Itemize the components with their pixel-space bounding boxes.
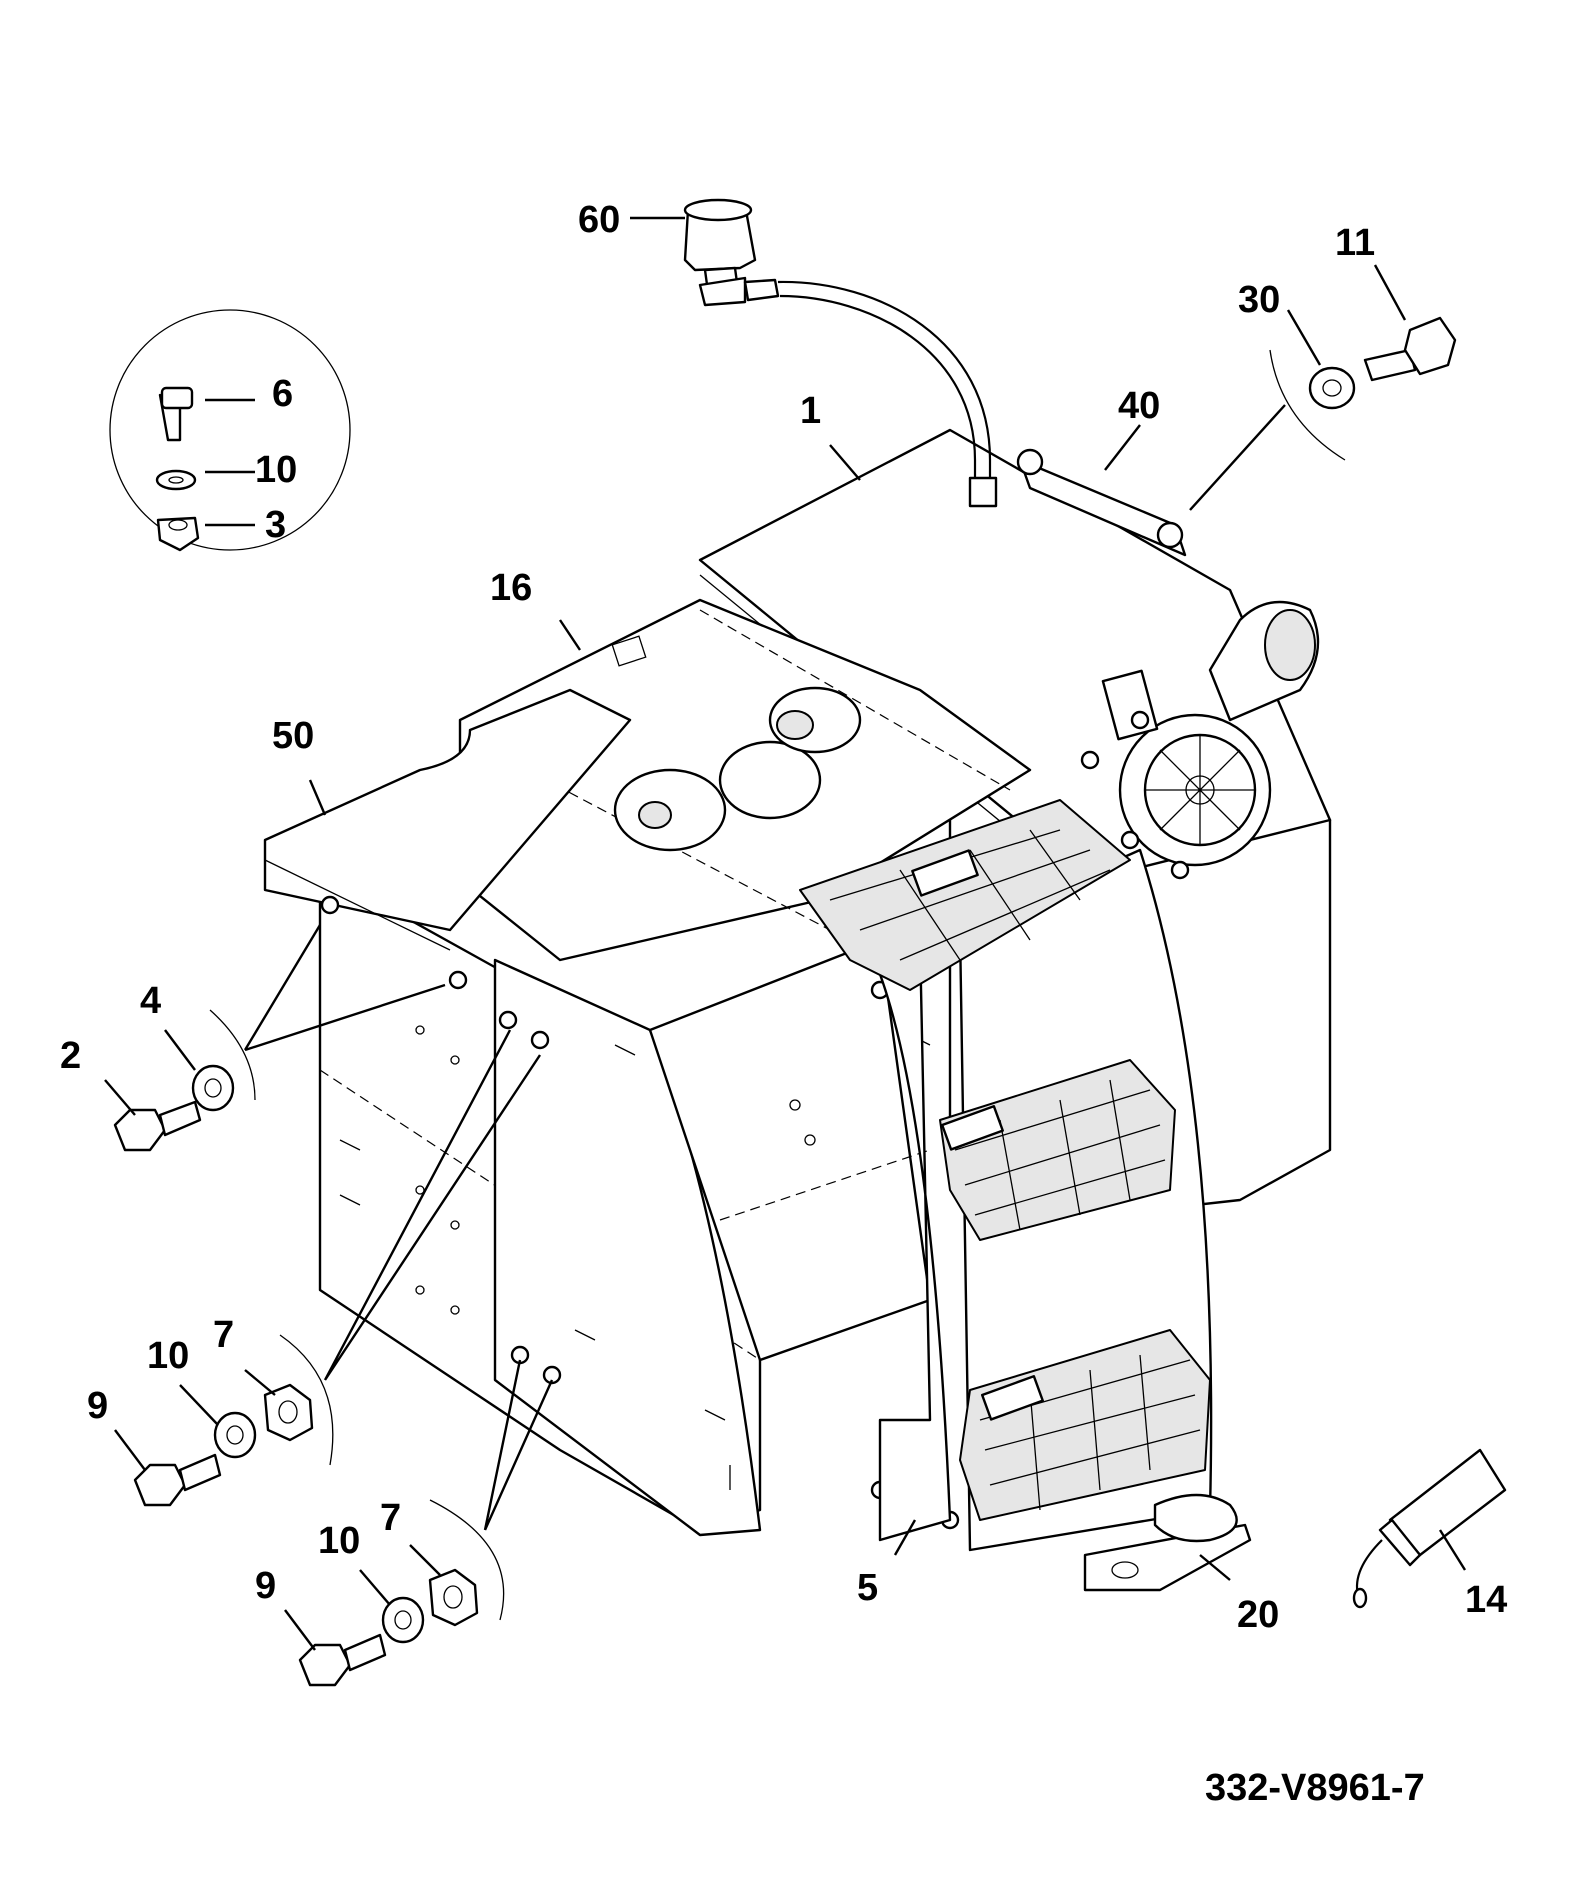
- mounting-holes: [415, 1025, 816, 1315]
- callout-10-inset: 10: [255, 449, 297, 491]
- strap: [1016, 448, 1187, 557]
- callout-9-lower: 9: [255, 1565, 276, 1607]
- callout-16: 16: [490, 567, 532, 609]
- callout-30: 30: [1238, 279, 1280, 321]
- callout-labels: 60 11 30 40 1 6 10 3 16 50 4 2 7 10 9 7 …: [60, 199, 1507, 1636]
- callout-6: 6: [272, 373, 293, 415]
- callout-4: 4: [140, 980, 161, 1022]
- callout-14: 14: [1465, 1579, 1507, 1621]
- callout-9-upper: 9: [87, 1385, 108, 1427]
- callout-60: 60: [578, 199, 620, 241]
- breather-cap-and-hose: [683, 198, 998, 508]
- filler-neck-and-pump: [1080, 600, 1320, 880]
- callout-7-upper: 7: [213, 1314, 234, 1356]
- callout-3: 3: [265, 504, 286, 546]
- callout-40: 40: [1118, 385, 1160, 427]
- callout-2: 2: [60, 1035, 81, 1077]
- callout-7-lower: 7: [380, 1497, 401, 1539]
- bolt-11-group: [1189, 316, 1457, 511]
- callout-1: 1: [800, 390, 821, 432]
- callout-11: 11: [1335, 222, 1375, 264]
- inset-detail-circle: [109, 309, 351, 552]
- callout-20: 20: [1237, 1594, 1279, 1636]
- bolt-9-group-upper: [133, 1029, 542, 1507]
- step-assembly: [799, 799, 1213, 1552]
- callout-5: 5: [857, 1567, 878, 1609]
- drawing-number: 332-V8961-7: [1205, 1767, 1425, 1809]
- bolt-9-group-lower: [298, 1359, 554, 1687]
- callout-50: 50: [272, 715, 314, 757]
- clip-20: [1083, 1493, 1252, 1592]
- sealant-tube-14: [1352, 1448, 1507, 1609]
- callout-10-lower: 10: [318, 1520, 360, 1562]
- leader-lines: [104, 216, 1467, 1651]
- bolt-2-group: [113, 924, 446, 1152]
- callout-10-upper: 10: [147, 1335, 189, 1377]
